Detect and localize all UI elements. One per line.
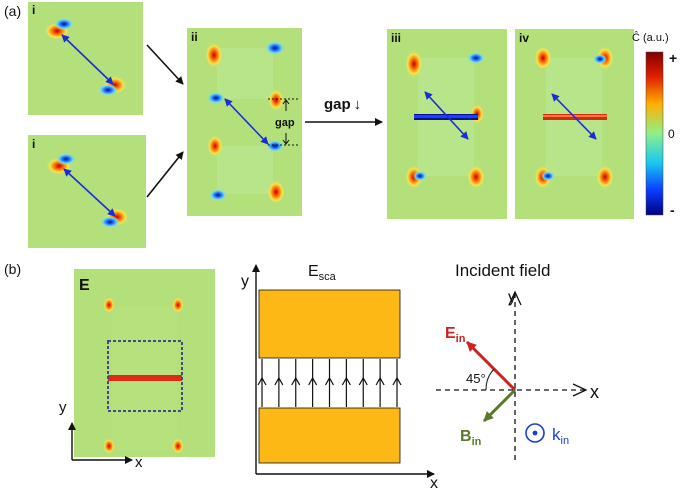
k-in-circle: [525, 423, 545, 443]
e-field-label: E: [79, 277, 90, 294]
panel-e-field: E: [74, 269, 215, 457]
panel-b-label: (b): [4, 261, 21, 277]
colorbar-gradient: [645, 51, 664, 216]
panel-e-sca: y x Esca: [241, 263, 438, 492]
k-in-dot: [532, 430, 538, 436]
e-in-label: Ein: [445, 325, 466, 345]
field-line-arrowhead: [324, 376, 335, 386]
incident-title: Incident field: [455, 261, 550, 280]
panel-a-label: (a): [4, 3, 21, 19]
arrow-top-to-ii: [146, 44, 184, 85]
sca-axis-y-label: y: [241, 273, 249, 290]
gap-label: gap: [275, 117, 295, 129]
colorbar-min-label: -: [670, 202, 675, 218]
angle-label: 45°: [466, 371, 486, 386]
e-axis-x-label: x: [135, 454, 143, 471]
sub-label-i: i: [32, 3, 35, 17]
arrow-bottom-to-ii: [146, 151, 184, 198]
panel-i-bottom: i: [28, 135, 146, 248]
colorbar-title: Ĉ (a.u.): [632, 31, 669, 44]
incident-x-label: x: [590, 382, 599, 402]
colorbar: Ĉ (a.u.) + 0 -: [632, 31, 677, 218]
e-in-arrow: [465, 340, 517, 392]
field-line-arrowhead: [358, 376, 368, 386]
sca-axis-x-label: x: [430, 475, 438, 492]
sub-label-iv: iv: [519, 31, 529, 45]
block-top: [258, 289, 401, 359]
sub-label-ii: ii: [191, 30, 198, 44]
colorbar-mid-label: 0: [668, 127, 675, 141]
angle-arc: [485, 368, 495, 391]
e-axis-y-label: y: [59, 399, 67, 416]
b-in-label: Bin: [460, 428, 482, 448]
field-line-arrowhead: [257, 376, 267, 386]
panel-i-top: i: [28, 2, 143, 115]
sub-label-iii: iii: [391, 31, 401, 45]
incident-y-label: y: [508, 289, 516, 306]
sub-label-i-2: i: [32, 137, 35, 151]
field-line-arrowhead: [308, 376, 318, 386]
colorbar-max-label: +: [669, 50, 677, 66]
panel-incident: Incident field y x Ein Bin 45° kin: [436, 261, 599, 460]
e-panel-axes: y x: [59, 399, 143, 471]
block-bottom: [258, 407, 401, 464]
b-in-arrow: [482, 388, 517, 423]
panel-iii: iii: [387, 29, 507, 219]
sca-title: Esca: [308, 263, 337, 283]
field-lines: [257, 359, 402, 407]
k-in-label: kin: [552, 425, 569, 447]
field-line-arrowhead: [341, 376, 351, 386]
gap-decrease-label: gap↓: [324, 96, 361, 113]
panel-iv: iv: [515, 29, 634, 219]
field-line-arrowhead: [291, 376, 301, 386]
field-line-arrowhead: [375, 376, 385, 386]
field-line-arrowhead: [274, 376, 284, 386]
panel-ii: gap ii: [187, 28, 302, 216]
field-line-arrowhead: [392, 376, 402, 386]
